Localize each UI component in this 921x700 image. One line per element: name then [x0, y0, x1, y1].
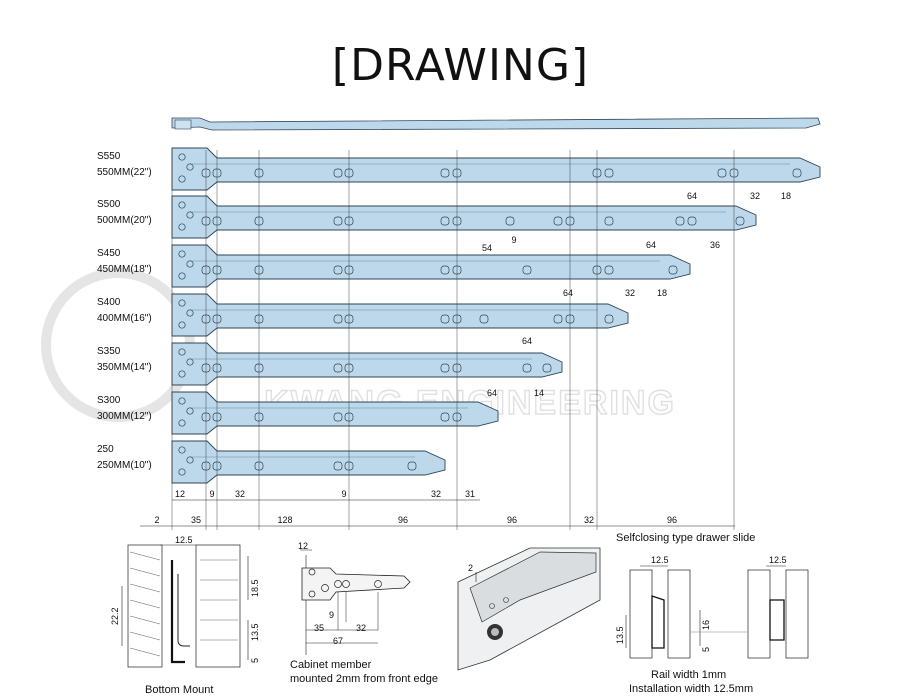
baseline-dimension-row: 2 35 128 96 96 32 96 [140, 515, 735, 527]
cm-dim-32: 32 [356, 623, 366, 633]
dim-450-64: 64 [563, 288, 573, 298]
dim-350-14: 14 [534, 388, 544, 398]
dim-base-35: 35 [191, 515, 201, 525]
rail-dim-12-5a: 12.5 [651, 555, 669, 565]
slide-code: S400 [97, 297, 121, 308]
dim-500-36: 36 [710, 240, 720, 250]
slide-size: 400MM(16") [97, 313, 152, 324]
bm-dim-22-2: 22.2 [110, 607, 120, 625]
caption-selfclosing: Selfclosing type drawer slide [616, 532, 755, 544]
slide-size: 250MM(10") [97, 460, 152, 471]
cm-dim-35: 35 [314, 623, 324, 633]
dim-500-9: 9 [511, 235, 516, 245]
bm-caption: Bottom Mount [145, 684, 213, 696]
dim-550-64: 64 [687, 191, 697, 201]
dim-base-96a: 96 [398, 515, 408, 525]
dim-400-64: 64 [522, 336, 532, 346]
rail-dim-5: 5 [701, 647, 711, 652]
size-labels: S550 550MM(22") S500 500MM(20") S450 450MM(18… [97, 151, 152, 471]
bottom-dimension-row: 12 9 32 9 32 31 [172, 489, 480, 501]
bm-dim-5: 5 [250, 658, 260, 663]
dim-row-31: 31 [465, 489, 475, 499]
cm-dim-9: 9 [329, 610, 334, 620]
slide-size: 500MM(20") [97, 215, 152, 226]
rail-dim-13-5: 13.5 [615, 626, 625, 644]
dim-base-128: 128 [277, 515, 292, 525]
dim-row-12: 12 [175, 489, 185, 499]
slide-code: 250 [97, 444, 114, 455]
dim-350-64: 64 [487, 388, 497, 398]
detail-rail: 12.5 12.5 13.5 16 5 Rail width 1mm Insta… [615, 555, 809, 695]
dim-500-54: 54 [482, 243, 492, 253]
bm-dim-18-5: 18.5 [250, 579, 260, 597]
slide-profiles [171, 147, 821, 484]
dim-row-9b: 9 [341, 489, 346, 499]
detail-bottom-mount: 12.5 18.5 22.2 13.5 5 Bottom Mount [110, 535, 260, 696]
dim-row-32a: 32 [235, 489, 245, 499]
dim-550-18: 18 [781, 191, 791, 201]
dim-450-18: 18 [657, 288, 667, 298]
rail-caption-1: Rail width 1mm [651, 669, 726, 681]
dimension-guides [171, 150, 735, 530]
rail-dim-16: 16 [701, 620, 711, 630]
dim-base-96c: 96 [667, 515, 677, 525]
dim-base-32: 32 [584, 515, 594, 525]
slide-code: S500 [97, 199, 121, 210]
slide-size: 450MM(18") [97, 264, 152, 275]
top-rail [171, 117, 821, 131]
rail-caption-2: Installation width 12.5mm [629, 683, 753, 695]
cm-dim-12: 12 [298, 541, 308, 551]
dim-450-32: 32 [625, 288, 635, 298]
rail-dim-12-5b: 12.5 [769, 555, 787, 565]
slide-profile [171, 147, 821, 191]
detail-perspective: 2 [457, 547, 601, 671]
dim-row-9a: 9 [209, 489, 214, 499]
dim-base-96b: 96 [507, 515, 517, 525]
dim-base-2: 2 [154, 515, 159, 525]
cm-dim-67: 67 [333, 636, 343, 646]
dimension-labels: 64 32 18 54 9 64 36 64 32 18 64 64 14 [482, 191, 791, 398]
slide-code: S550 [97, 151, 121, 162]
slide-size: 550MM(22") [97, 167, 152, 178]
cm-caption-2: mounted 2mm from front edge [290, 673, 438, 685]
dim-550-32: 32 [750, 191, 760, 201]
slide-size: 300MM(12") [97, 411, 152, 422]
slide-profile [171, 293, 629, 337]
bm-dim-13-5: 13.5 [250, 623, 260, 641]
slide-size: 350MM(14") [97, 362, 152, 373]
detail-cabinet-member: 12 9 35 32 67 Cabinet member mounted 2mm… [290, 541, 438, 685]
pd-dim-2: 2 [468, 563, 473, 573]
slide-code: S450 [97, 248, 121, 259]
cm-caption-1: Cabinet member [290, 659, 372, 671]
bm-dim-12-5: 12.5 [175, 535, 193, 545]
slide-code: S350 [97, 346, 121, 357]
dim-row-32b: 32 [431, 489, 441, 499]
slide-profile [171, 342, 563, 386]
slide-profile [171, 440, 446, 484]
watermark: KWANG ENGINEERING [41, 268, 675, 423]
slide-profile [171, 244, 691, 288]
slide-profile [171, 195, 757, 239]
dim-500-64: 64 [646, 240, 656, 250]
page-title: [DRAWING] [331, 40, 590, 91]
slide-code: S300 [97, 395, 121, 406]
